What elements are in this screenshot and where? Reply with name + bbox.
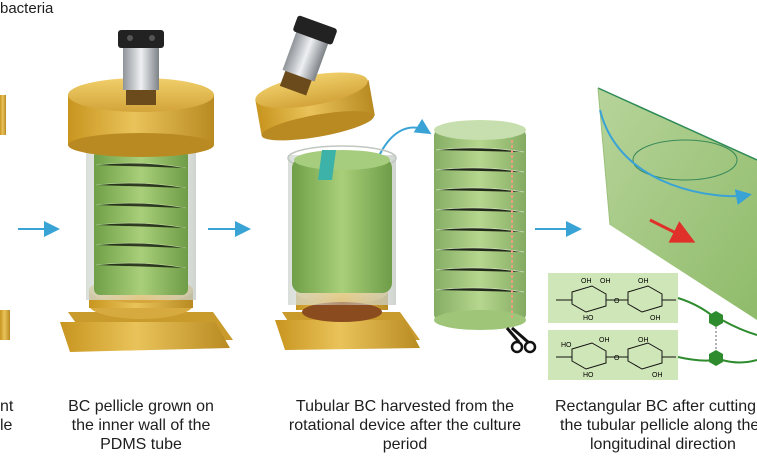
caption-left-partial-1: nt — [0, 398, 14, 415]
chem-label: OH — [638, 278, 649, 285]
glucose-hexagon-links — [677, 297, 757, 366]
partial-device-left — [0, 95, 10, 340]
chem-label: O — [614, 355, 620, 362]
cellulose-structure-top: OH OH O HO OH OH — [548, 273, 678, 323]
caption-rect-line1: Rectangular BC after cutting — [555, 398, 756, 415]
cellulose-structure-bottom: HO OH O HO OH OH — [548, 330, 678, 380]
chem-label: OH — [581, 278, 592, 285]
tubular-bc — [434, 120, 526, 330]
caption-harvest-line1: Tubular BC harvested from the — [295, 398, 515, 415]
chem-label: OH — [650, 315, 661, 322]
device-closed — [60, 30, 233, 352]
caption-harvest-line3: period — [382, 436, 428, 453]
caption-grown-line2: the inner wall of the — [71, 417, 211, 434]
chem-label: HO — [583, 315, 594, 322]
chem-label: HO — [583, 372, 594, 379]
caption-grown-line3: PDMS tube — [100, 436, 182, 453]
chem-label: O — [614, 298, 620, 305]
chem-label: OH — [600, 278, 611, 285]
chem-label: OH — [599, 337, 610, 344]
rectangular-bc-sheet — [597, 87, 757, 320]
caption-harvest-line2: rotational device after the culture — [288, 417, 522, 434]
caption-rect-line2: the tubular pellicle along the — [560, 417, 757, 434]
caption-rect-line3: longitudinal direction — [590, 436, 736, 453]
scissors-icon — [505, 326, 537, 354]
chem-label: OH — [638, 337, 649, 344]
device-open — [255, 15, 420, 350]
caption-grown-line1: BC pellicle grown on — [68, 398, 214, 415]
header-text: bacteria — [0, 0, 54, 17]
chem-label: HO — [561, 342, 572, 349]
chem-label: OH — [652, 372, 663, 379]
caption-left-partial-2: le — [0, 417, 13, 434]
